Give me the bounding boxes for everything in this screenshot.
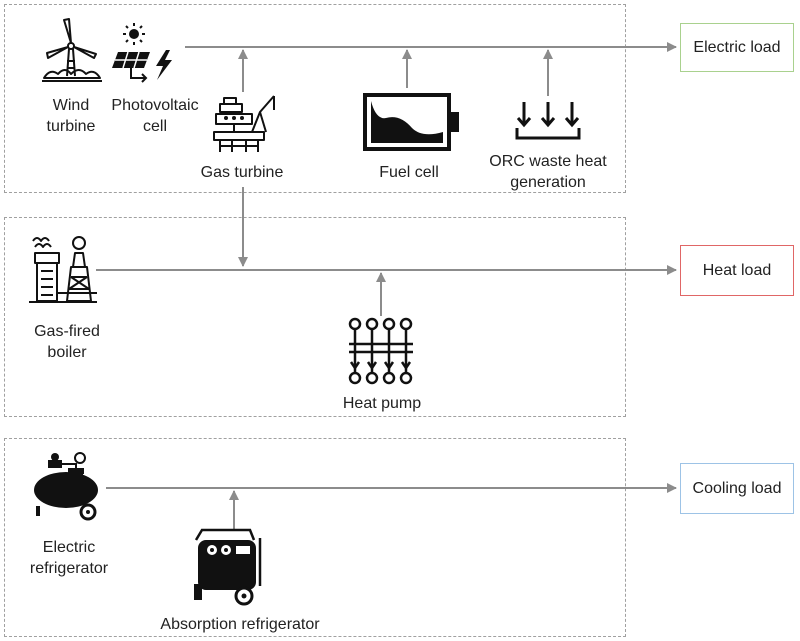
- compressor-icon: [34, 452, 98, 521]
- battery-icon: [363, 93, 459, 151]
- oil-rig-icon: [213, 95, 275, 152]
- photovoltaic-label: Photovoltaic cell: [100, 95, 210, 137]
- fuel-cell-label: Fuel cell: [379, 164, 439, 181]
- heat-arrows-icon: [515, 102, 581, 140]
- heat-pump-icon: [348, 317, 413, 385]
- factory-icon: [29, 236, 97, 303]
- wind-turbine-icon: [42, 18, 102, 82]
- cooling-load-box: Cooling load: [680, 463, 794, 514]
- solar-panel-icon: [112, 23, 172, 83]
- electric-refrigerator-label: Electric refrigerator: [14, 537, 124, 579]
- electric-group: [4, 4, 626, 193]
- wind-turbine-label-line1: Wind: [52, 97, 90, 114]
- gas-boiler-label-line1: Gas-fired: [34, 323, 100, 340]
- gas-boiler-label-line2: boiler: [47, 344, 87, 361]
- heat-pump-label: Heat pump: [342, 395, 422, 412]
- heat-load-box: Heat load: [680, 245, 794, 296]
- gas-turbine-label: Gas turbine: [200, 164, 284, 181]
- absorption-refrigerator-label: Absorption refrigerator: [160, 616, 320, 633]
- generator-icon: [194, 528, 262, 606]
- wind-turbine-label: Wind turbine: [40, 95, 102, 137]
- gas-boiler-label: Gas-fired boiler: [22, 321, 112, 363]
- electric-refrigerator-label-line1: Electric: [42, 539, 96, 556]
- wind-turbine-label-line2: turbine: [46, 118, 96, 135]
- orc-label: ORC waste heat generation: [486, 151, 610, 193]
- cooling-group: [4, 438, 626, 637]
- photovoltaic-label-line2: cell: [142, 118, 167, 135]
- electric-refrigerator-label-line2: refrigerator: [29, 560, 109, 577]
- heat-group: [4, 217, 626, 417]
- photovoltaic-label-line1: Photovoltaic: [111, 97, 199, 114]
- orc-label-line1: ORC waste heat: [489, 153, 607, 170]
- orc-label-line2: generation: [510, 174, 586, 191]
- electric-load-box: Electric load: [680, 23, 794, 72]
